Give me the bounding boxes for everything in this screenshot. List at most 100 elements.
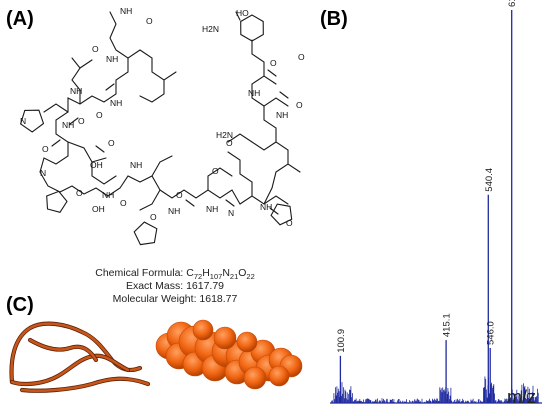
bond: [139, 79, 165, 103]
surface-lobe: [213, 326, 237, 350]
bond: [251, 39, 265, 77]
formula-block: Chemical Formula: C72H107N21O22 Exact Ma…: [60, 267, 290, 306]
peak-label: 100.9: [336, 329, 347, 353]
atom-label: NH: [102, 190, 114, 200]
atom-label: NH: [206, 204, 218, 214]
formula-element: N: [222, 267, 230, 279]
atom-label: O: [76, 188, 83, 198]
bond: [67, 141, 107, 163]
formula-element: C: [186, 267, 194, 279]
bond: [263, 97, 289, 165]
atom-label: NH: [62, 120, 74, 130]
bond: [267, 69, 277, 77]
surface-lobe: [268, 365, 290, 387]
bond: [207, 167, 233, 191]
atom-label: OH: [92, 204, 105, 214]
bond: [227, 151, 253, 197]
bond: [79, 59, 93, 69]
bond: [46, 190, 68, 213]
atom-label: O: [108, 138, 115, 148]
bond: [109, 11, 129, 59]
atom-label: N: [20, 116, 26, 126]
ribbon-strand: [28, 338, 98, 362]
formula-element: O: [238, 267, 247, 279]
ribbon-strand: [20, 377, 150, 393]
bond: [227, 133, 277, 151]
panel-label-a: (A): [6, 8, 34, 30]
ribbon-model: [9, 321, 151, 393]
ribbon-outline: [9, 321, 143, 385]
bond: [69, 117, 79, 125]
bond: [105, 83, 115, 91]
formula-label: Chemical Formula:: [95, 267, 187, 279]
atom-label: O: [296, 100, 303, 110]
atom-label: O: [96, 110, 103, 120]
bond: [269, 207, 279, 215]
atom-label: OH: [90, 160, 103, 170]
atom-label: NH: [70, 86, 82, 96]
bond: [19, 109, 45, 133]
surface-lobe: [236, 331, 258, 353]
formula-subscript: 22: [246, 272, 255, 282]
bond: [151, 155, 173, 177]
bond: [139, 49, 177, 81]
x-axis-label: m/z: [507, 387, 536, 407]
peptide-structure: NH O NH O NH O NH O N NH O OH O N O NH O OH NH O NH O NH O N NH O O…: [19, 6, 305, 246]
atom-label: O: [146, 16, 153, 26]
atom-label: O: [92, 44, 99, 54]
atom-label: NH: [130, 160, 142, 170]
atom-label: NH: [276, 110, 288, 120]
formula-value: C72H107N21O22: [186, 267, 255, 282]
bond: [39, 171, 109, 197]
bond: [95, 145, 105, 153]
bond: [71, 57, 81, 105]
bond: [251, 75, 277, 107]
bond: [279, 91, 289, 99]
formula-subscript: 21: [229, 272, 239, 282]
atom-label: NH: [106, 54, 118, 64]
surface-lobe: [243, 366, 267, 390]
atom-label: O: [226, 138, 233, 148]
atom-label: H2N: [216, 130, 233, 140]
atom-label: NH: [168, 206, 180, 216]
molecular-weight: Molecular Weight: 1618.77: [112, 293, 238, 305]
atom-label: O: [176, 190, 183, 200]
exact-mass: Exact Mass: 1617.79: [125, 280, 225, 292]
atom-label: NH: [110, 98, 122, 108]
bond: [185, 199, 195, 207]
formula-subscript: 72: [193, 272, 203, 282]
atom-label: N: [228, 208, 234, 218]
atom-label: O: [120, 198, 127, 208]
bond: [107, 175, 161, 211]
bond: [240, 14, 264, 42]
panel-label-c: (C): [6, 294, 34, 316]
atom-label: NH: [260, 202, 272, 212]
ribbon-strand: [10, 322, 142, 384]
bond: [263, 163, 301, 205]
bond: [159, 189, 241, 205]
bond: [235, 11, 241, 21]
atom-label: NH: [120, 6, 132, 16]
peak-label: 546.0: [486, 321, 497, 345]
chemical-formula: Chemical Formula: C72H107N21O22: [60, 267, 290, 280]
bond: [51, 139, 61, 147]
bond: [39, 49, 141, 173]
bond: [225, 199, 235, 207]
bond: [43, 103, 69, 113]
ribbon-strand: [10, 354, 130, 386]
atom-label: H2N: [202, 24, 219, 34]
atom-label: N: [40, 168, 46, 178]
atom-label: NH: [248, 88, 260, 98]
bond: [91, 161, 117, 185]
bond: [270, 203, 293, 226]
surface-model: [155, 319, 303, 390]
peak-label: 540.4: [484, 168, 495, 192]
peak-label: 610.0: [507, 0, 518, 7]
formula-element: H: [202, 267, 210, 279]
atom-label: O: [150, 212, 157, 222]
panel-label-b: (B): [320, 8, 348, 30]
atom-label: O: [298, 52, 305, 62]
atom-label: O: [78, 116, 85, 126]
atom-label: O: [270, 58, 277, 68]
